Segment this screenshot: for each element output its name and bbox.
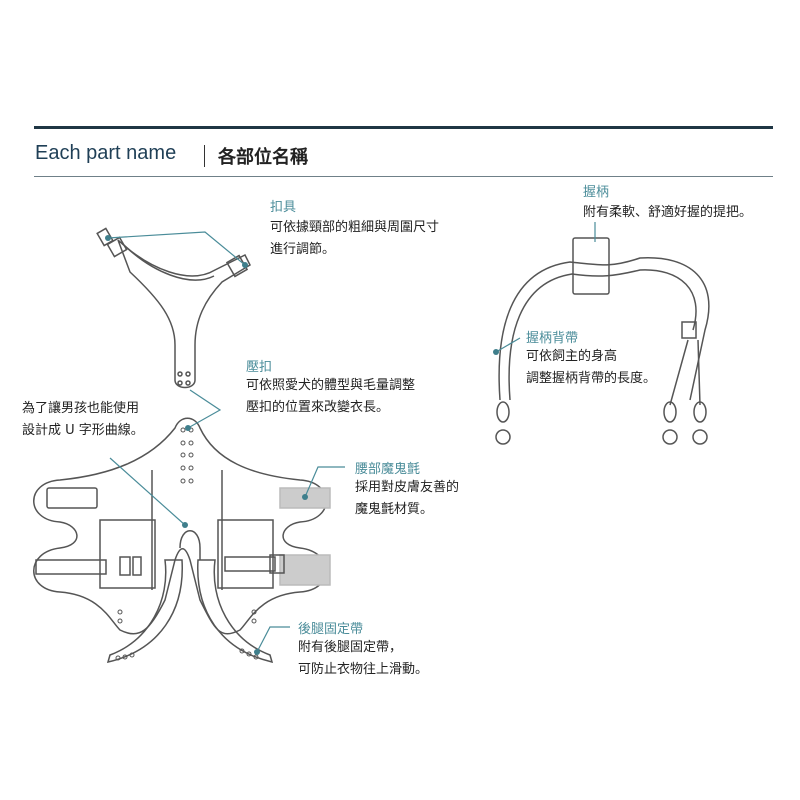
callout-line: 可防止衣物往上滑動。 [298, 662, 429, 677]
callout-line: 進行調節。 [270, 242, 336, 257]
page-title-en: Each part name [35, 142, 177, 164]
callout-label: 腰部魔鬼氈 [355, 462, 421, 477]
callout-line: 附有後腿固定帶， [298, 640, 403, 655]
callout-line: 設計成 U 字形曲線。 [22, 423, 144, 438]
callout-line: 調整握柄背帶的長度。 [526, 371, 657, 386]
callout-text: 可依飼主的身高 調整握柄背帶的長度。 [526, 346, 656, 390]
callout-waist-velcro: 腰部魔鬼氈 採用對皮膚友善的 魔鬼氈材質。 [355, 458, 459, 521]
callout-u-curve: 為了讓男孩也能使用 設計成 U 字形曲線。 [22, 398, 144, 442]
body-vest-illustration [33, 417, 331, 664]
callout-label: 握柄 [583, 185, 610, 200]
callout-text: 可依照愛犬的體型與毛量調整 壓扣的位置來改變衣長。 [246, 375, 415, 419]
callout-text: 採用對皮膚友善的 魔鬼氈材質。 [355, 477, 459, 521]
callout-text: 附有後腿固定帶， 可防止衣物往上滑動。 [298, 637, 428, 681]
callout-dots [105, 235, 499, 655]
callout-label: 扣具 [270, 200, 297, 215]
handle-strap-illustration [495, 237, 710, 445]
callout-line: 可依飼主的身高 [526, 349, 618, 364]
callout-line: 採用對皮膚友善的 [355, 480, 460, 495]
neck-harness-illustration [96, 227, 251, 389]
callout-label: 後腿固定帶 [298, 622, 364, 637]
callout-snap: 壓扣 可依照愛犬的體型與毛量調整 壓扣的位置來改變衣長。 [246, 356, 415, 419]
callout-text: 可依據頸部的粗細與周圍尺寸 進行調節。 [270, 217, 439, 261]
header-bottom-rule [34, 176, 773, 177]
callout-line: 為了讓男孩也能使用 [22, 401, 140, 416]
callout-line: 魔鬼氈材質。 [355, 502, 434, 517]
callout-handle: 握柄 附有柔軟、舒適好握的提把。 [583, 181, 752, 224]
callout-label: 壓扣 [246, 360, 273, 375]
page-title-zh: 各部位名稱 [218, 147, 308, 168]
callout-label: 握柄背帶 [526, 331, 579, 346]
callout-leader-lines [107, 222, 596, 653]
callout-line: 可依據頸部的粗細與周圍尺寸 [270, 220, 440, 235]
header-top-rule [34, 126, 773, 129]
callout-handle-strap: 握柄背帶 可依飼主的身高 調整握柄背帶的長度。 [526, 327, 656, 390]
title-separator [204, 145, 205, 167]
callout-line: 壓扣的位置來改變衣長。 [246, 400, 390, 415]
callout-leg-strap: 後腿固定帶 附有後腿固定帶， 可防止衣物往上滑動。 [298, 618, 428, 681]
callout-line: 附有柔軟、舒適好握的提把。 [583, 205, 753, 220]
callout-buckle: 扣具 可依據頸部的粗細與周圍尺寸 進行調節。 [270, 196, 439, 261]
callout-line: 可依照愛犬的體型與毛量調整 [246, 378, 416, 393]
